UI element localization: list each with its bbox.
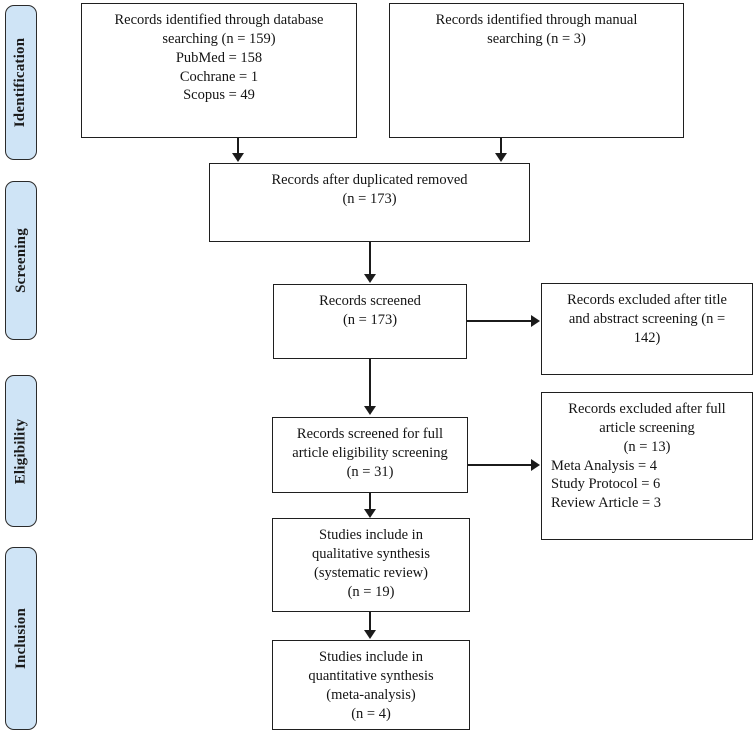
box-quantitative-synthesis-line-4: (n = 4) — [351, 705, 391, 722]
connector-screened-to-excluded-title — [467, 320, 532, 322]
box-database-search-line-2: searching (n = 159) — [162, 30, 276, 47]
connector-eligibility-to-qualitative — [369, 493, 371, 510]
arrowhead-screened-to-excluded-title — [531, 315, 540, 327]
phase-label-inclusion-text: Inclusion — [12, 608, 29, 669]
arrowhead-database-to-duplicates — [232, 153, 244, 162]
box-quantitative-synthesis-line-2: quantitative synthesis — [308, 667, 434, 684]
phase-label-identification-text: Identification — [12, 37, 29, 128]
box-excluded-title-abstract-line-3: 142) — [633, 329, 661, 346]
box-database-search: Records identified through database sear… — [81, 3, 357, 138]
arrowhead-screened-to-eligibility — [364, 406, 376, 415]
box-after-duplicates-line-2: (n = 173) — [342, 190, 397, 207]
connector-qualitative-to-quantitative — [369, 612, 371, 631]
phase-label-eligibility-text: Eligibility — [12, 418, 29, 484]
box-records-screened-line-1: Records screened — [319, 293, 421, 309]
arrowhead-eligibility-to-excluded-full — [531, 459, 540, 471]
arrowhead-duplicates-to-screened — [364, 274, 376, 283]
phase-label-identification: Identification — [5, 5, 37, 160]
box-excluded-full-article-reason-3: Review Article = 3 — [551, 495, 662, 512]
connector-manual-to-duplicates — [500, 138, 502, 154]
connector-duplicates-to-screened — [369, 242, 371, 275]
box-excluded-full-article-reason-1: Meta Analysis = 4 — [551, 457, 658, 474]
box-manual-search-line-1: Records identified through manual — [435, 12, 638, 28]
box-records-screened-line-2: (n = 173) — [342, 311, 398, 328]
connector-database-to-duplicates — [237, 138, 239, 154]
box-excluded-title-abstract-line-1: Records excluded after title — [567, 292, 727, 308]
box-after-duplicates-line-1: Records after duplicated removed — [271, 172, 468, 188]
box-qualitative-synthesis-line-1: Studies include in — [319, 527, 423, 543]
arrowhead-eligibility-to-qualitative — [364, 509, 376, 518]
box-full-article-eligibility-line-3: (n = 31) — [346, 463, 394, 480]
box-full-article-eligibility-line-2: article eligibility screening — [292, 444, 448, 461]
box-excluded-full-article: Records excluded after full article scre… — [541, 392, 753, 540]
box-after-duplicates: Records after duplicated removed (n = 17… — [209, 163, 530, 242]
box-database-search-line-4: Cochrane = 1 — [179, 68, 259, 85]
box-qualitative-synthesis-line-4: (n = 19) — [347, 583, 395, 600]
box-database-search-line-3: PubMed = 158 — [175, 49, 263, 66]
connector-eligibility-to-excluded-full — [468, 464, 532, 466]
box-excluded-title-abstract-line-2: and abstract screening (n = — [568, 310, 726, 327]
box-full-article-eligibility: Records screened for full article eligib… — [272, 417, 468, 493]
phase-label-screening: Screening — [5, 181, 37, 340]
box-excluded-full-article-line-1: Records excluded after full — [568, 401, 726, 417]
box-quantitative-synthesis: Studies include in quantitative synthesi… — [272, 640, 470, 730]
box-full-article-eligibility-line-1: Records screened for full — [296, 426, 444, 442]
arrowhead-qualitative-to-quantitative — [364, 630, 376, 639]
connector-screened-to-eligibility — [369, 359, 371, 407]
box-excluded-full-article-reason-2: Study Protocol = 6 — [551, 476, 661, 493]
box-qualitative-synthesis-line-2: qualitative synthesis — [312, 545, 430, 562]
box-qualitative-synthesis: Studies include in qualitative synthesis… — [272, 518, 470, 612]
phase-label-inclusion: Inclusion — [5, 547, 37, 730]
arrowhead-manual-to-duplicates — [495, 153, 507, 162]
box-records-screened: Records screened (n = 173) — [273, 284, 467, 359]
box-database-search-line-5: Scopus = 49 — [183, 87, 255, 104]
phase-label-eligibility: Eligibility — [5, 375, 37, 527]
box-manual-search: Records identified through manual search… — [389, 3, 684, 138]
box-excluded-full-article-line-3: (n = 13) — [623, 438, 671, 455]
box-quantitative-synthesis-line-3: (meta-analysis) — [326, 686, 416, 703]
box-excluded-title-abstract: Records excluded after title and abstrac… — [541, 283, 753, 375]
box-manual-search-line-2: searching (n = 3) — [487, 30, 586, 47]
box-quantitative-synthesis-line-1: Studies include in — [319, 649, 423, 665]
box-qualitative-synthesis-line-3: (systematic review) — [314, 564, 428, 581]
phase-label-screening-text: Screening — [12, 228, 29, 293]
box-database-search-line-1: Records identified through database — [114, 12, 324, 28]
box-excluded-full-article-line-2: article screening — [599, 419, 695, 436]
